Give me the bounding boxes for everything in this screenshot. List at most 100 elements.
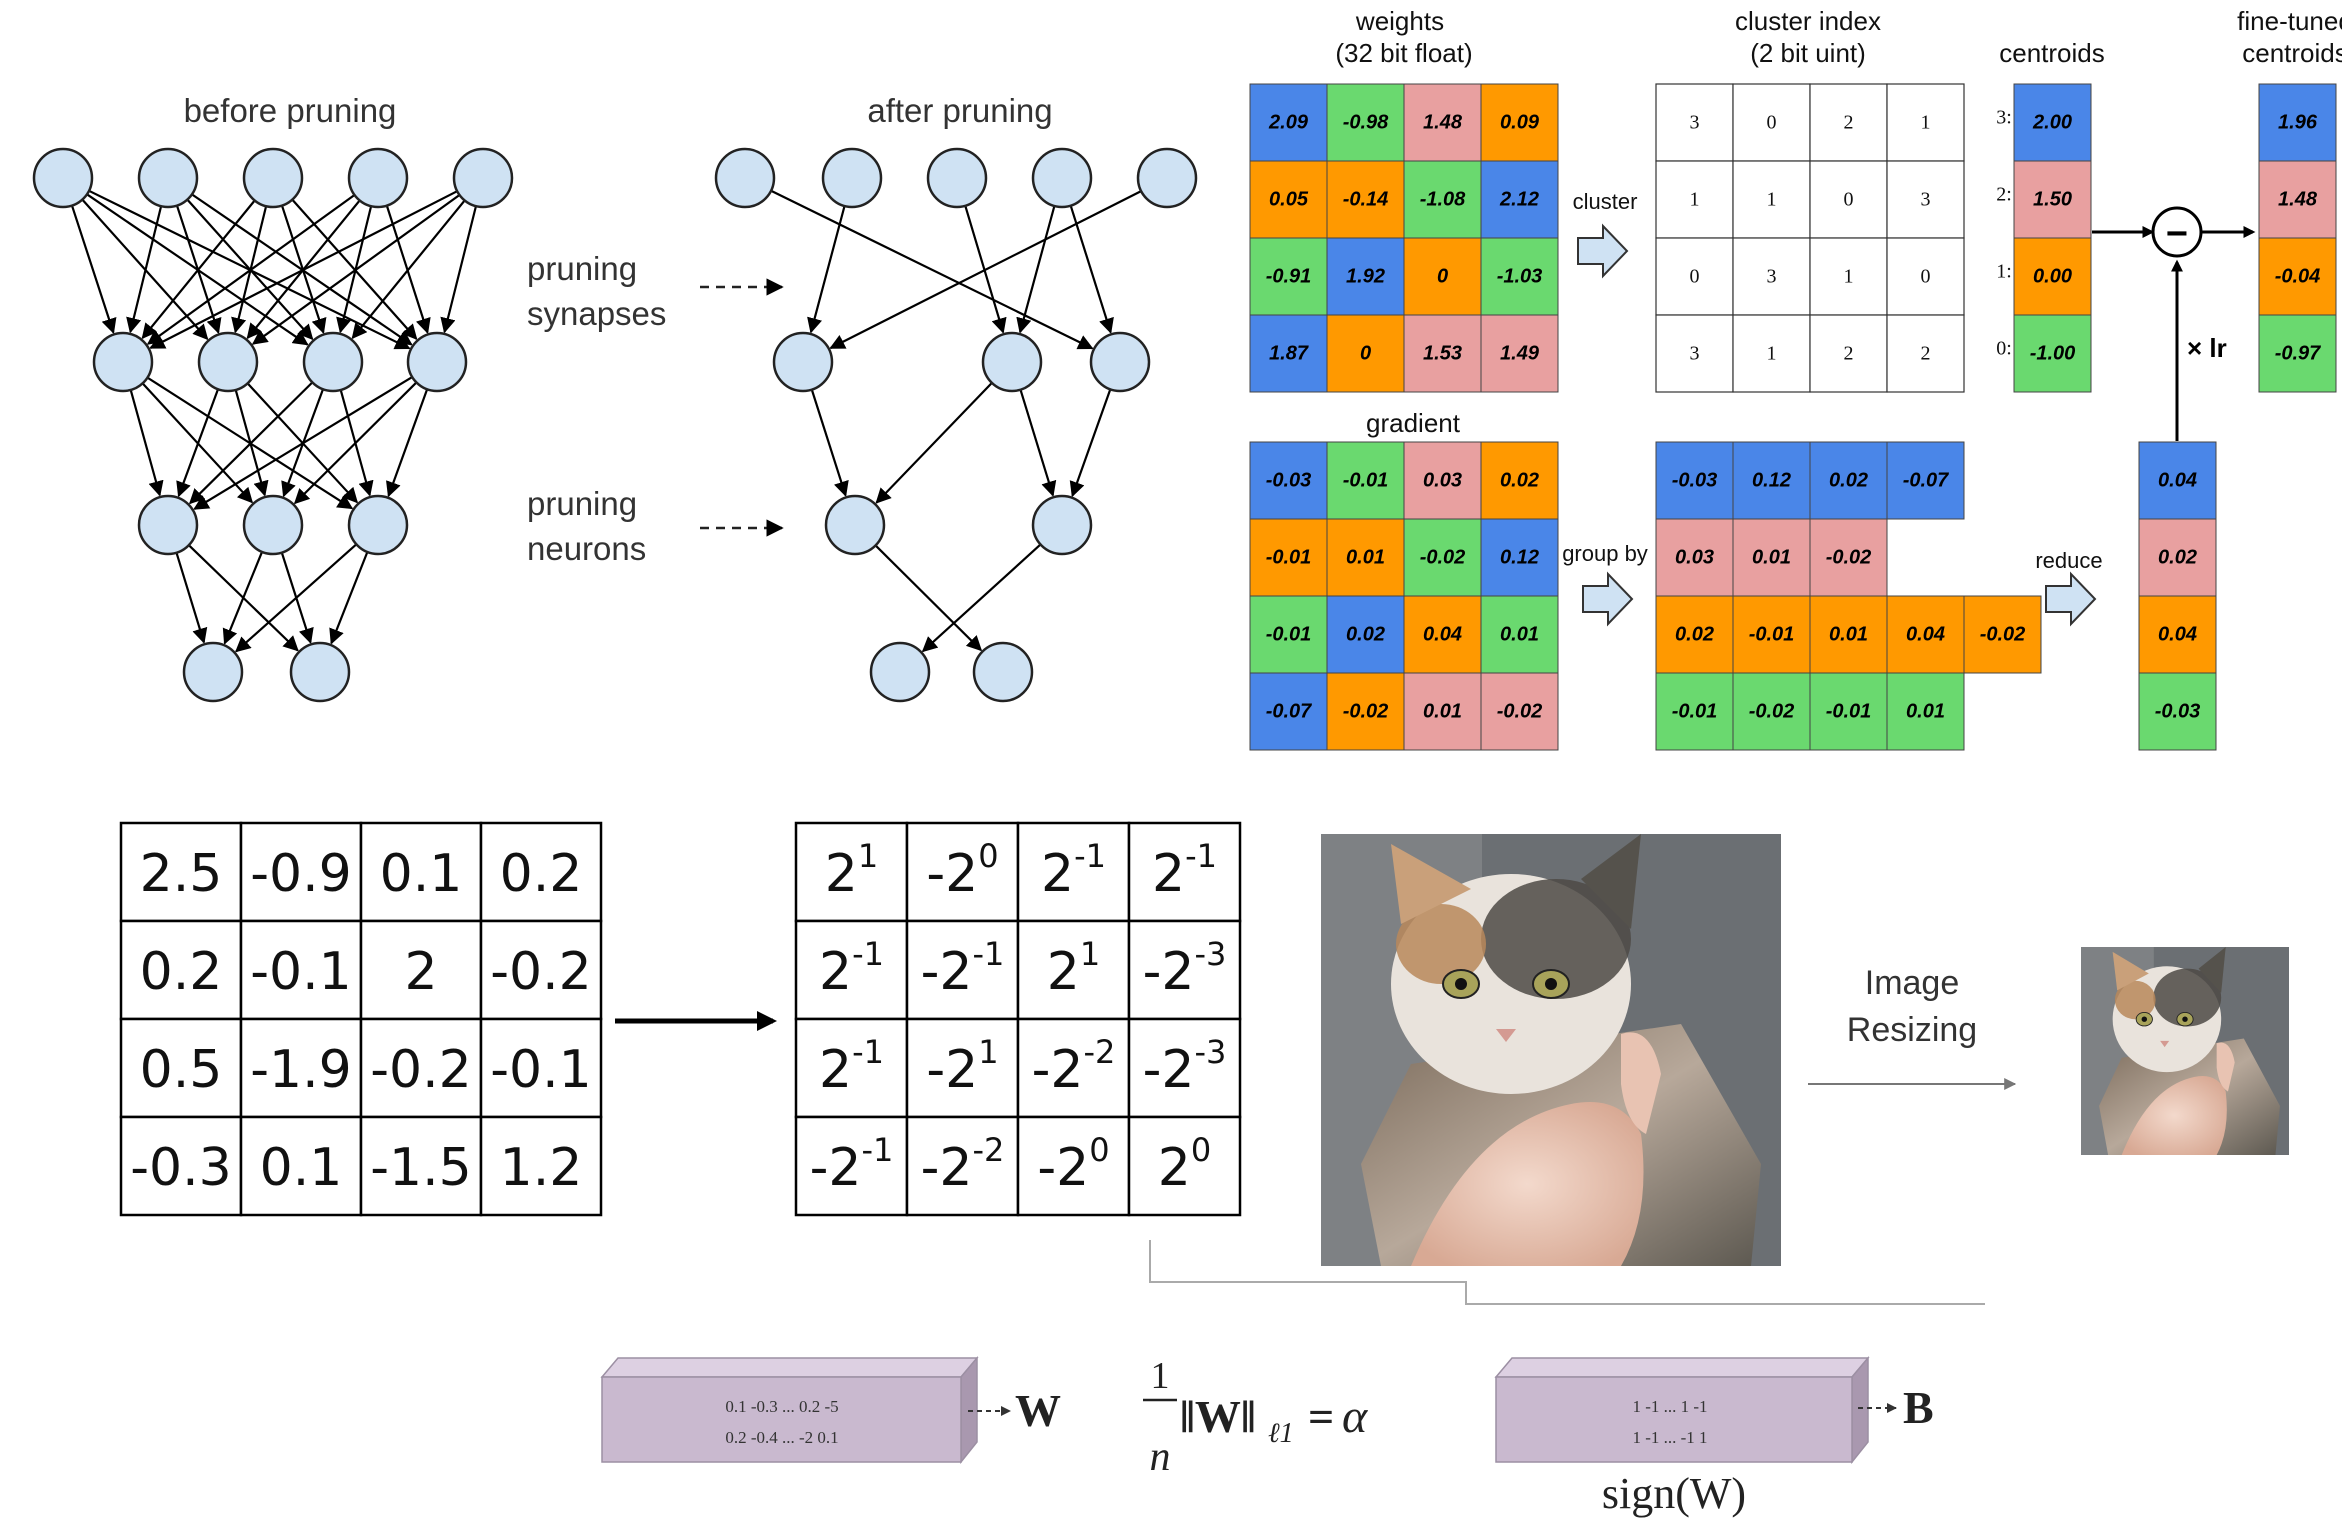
gradient-cell [1403, 441, 1482, 520]
before-neuron [197, 331, 259, 393]
groupby-arrow-label: group by [1562, 541, 1648, 566]
before-neuron [137, 147, 199, 209]
connector-line [1149, 1240, 1985, 1305]
pow2-cell [1127, 1115, 1242, 1217]
cluster-index-title-line1: cluster index [1735, 6, 1881, 36]
after-pruning-label: after pruning [867, 92, 1052, 129]
reduced-cell [2138, 518, 2217, 597]
weight-cell [1480, 314, 1559, 393]
pow2-value: 21 [1047, 935, 1100, 1002]
w-box-row2: 0.2 -0.4 ... -2 0.1 [725, 1428, 838, 1447]
grouped-cell [1655, 672, 1734, 751]
before-synapse [291, 198, 418, 341]
centroid-cell-value: -1.00 [2030, 343, 2076, 365]
pow2-cell [1127, 821, 1242, 923]
grouped-cell-value: -0.02 [1826, 547, 1872, 569]
weight-sharing-diagram: weights (32 bit float) cluster index (2 … [1249, 6, 2342, 751]
pow2-value: 20 [1158, 1131, 1211, 1198]
minus-sign: − [2166, 213, 2188, 255]
after-neuron [926, 147, 988, 209]
index-cell-value: 2 [1844, 112, 1854, 134]
float-weight-cell [479, 1115, 603, 1217]
after-synapse [770, 189, 1094, 350]
after-neuron [824, 494, 886, 556]
w-label: W [1015, 1385, 1061, 1436]
pow2-value: -2-3 [1143, 935, 1227, 1002]
reduced-cell [2138, 441, 2217, 520]
index-cell [1732, 314, 1811, 393]
gradient-cell [1249, 518, 1328, 597]
finetuned-cell [2258, 160, 2337, 239]
grouped-cell-value: -0.01 [1826, 701, 1872, 723]
after-synapse [964, 205, 1007, 334]
float-weight-cell [239, 919, 363, 1021]
gradient-cell-value: 0.02 [1500, 470, 1539, 492]
grouped-cell [1732, 595, 1811, 674]
gradient-cell-value: -0.03 [1266, 470, 1312, 492]
gradient-cell [1326, 518, 1405, 597]
weight-cell [1403, 237, 1482, 316]
weight-cell-value: -1.08 [1420, 189, 1466, 211]
weight-cell-value: 1.49 [1500, 343, 1540, 365]
pruning-synapses-label-line2: synapses [527, 295, 666, 332]
index-cell [1809, 314, 1888, 393]
index-cell-value: 1 [1690, 189, 1700, 211]
centroids-column: 3:2.002:1.501:0.000:-1.00 [1996, 83, 2092, 393]
before-pruning-label: before pruning [184, 92, 397, 129]
before-synapse [149, 190, 458, 349]
holding-hand [2121, 1076, 2227, 1155]
before-synapse [329, 551, 369, 645]
pow2-cell [1127, 919, 1242, 1021]
pow2-value: -20 [1037, 1131, 1109, 1198]
after-synapse [1019, 389, 1057, 497]
centroid-index-label: 3: [1996, 107, 2012, 129]
reduce-block-arrow [2045, 571, 2097, 627]
weights-title-line2: (32 bit float) [1335, 38, 1472, 68]
b-box-row2: 1 -1 ... -1 1 [1632, 1428, 1707, 1447]
before-neuron [347, 494, 409, 556]
reduced-cell-value: 0.04 [2158, 624, 2197, 646]
index-cell [1655, 83, 1734, 162]
before-synapse [188, 381, 314, 505]
before-neuron [452, 147, 514, 209]
gradient-cell [1403, 595, 1482, 674]
before-synapse [385, 205, 431, 334]
image-resizing-example: Image Resizing [1321, 834, 2289, 1266]
gradient-cell [1249, 595, 1328, 674]
grouped-cell [1732, 672, 1811, 751]
index-cell-value: 3 [1767, 266, 1777, 288]
finetuned-cell-value: 1.48 [2278, 189, 2318, 211]
pruning-neurons-label-line2: neurons [527, 530, 646, 567]
float-weight-value: -0.9 [250, 844, 351, 904]
weight-cell [1403, 83, 1482, 162]
finetuned-title-line2: centroids [2242, 38, 2342, 68]
formula-denominator: n [1150, 1434, 1171, 1480]
index-cell-value: 3 [1690, 112, 1700, 134]
centroid-index-label: 0: [1996, 338, 2012, 360]
before-synapse [351, 199, 466, 340]
pow2-cell [1016, 1115, 1131, 1217]
index-cell-value: 0 [1921, 266, 1931, 288]
gradient-cell-value: -0.01 [1343, 470, 1389, 492]
groupby-block-arrow [1582, 571, 1634, 627]
after-neuron [981, 331, 1043, 393]
w-tensor-box: 0.1 -0.3 ... 0.2 -5 0.2 -0.4 ... -2 0.1 [600, 1355, 979, 1465]
gradient-cell [1480, 595, 1559, 674]
gradient-cell-value: -0.02 [1497, 701, 1543, 723]
weight-cell-value: -0.14 [1343, 189, 1389, 211]
weight-cell-value: 0.09 [1500, 112, 1540, 134]
weight-cell-value: 1.48 [1423, 112, 1463, 134]
before-synapse [70, 205, 117, 334]
float-weight-value: -0.2 [370, 1040, 471, 1100]
cat-ear-left [1391, 844, 1471, 924]
centroid-cell-value: 2.00 [2032, 112, 2072, 134]
weight-cell-value: 0 [1437, 266, 1448, 288]
float-weight-value: 0.2 [140, 942, 223, 1002]
float-weight-value: 2 [404, 942, 437, 1002]
centroid-index-label: 2: [1996, 184, 2012, 206]
gradient-cell-value: -0.01 [1266, 547, 1312, 569]
cat-ear-right [2198, 947, 2226, 993]
pow2-cell [794, 919, 909, 1021]
